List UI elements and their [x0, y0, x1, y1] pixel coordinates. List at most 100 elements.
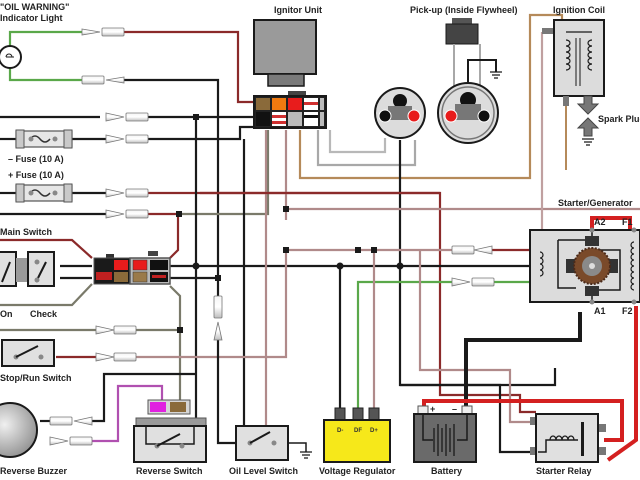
heavy-wires — [422, 216, 638, 462]
starter-generator — [529, 227, 640, 305]
terminal-f2: F2 — [622, 306, 633, 316]
bullet-connector — [81, 27, 125, 37]
bullet-connector — [105, 209, 149, 219]
bullet-connector — [105, 188, 149, 198]
junction-dot — [371, 247, 377, 253]
spark-plug-bottom-icon — [576, 117, 600, 137]
junction-dot — [336, 262, 344, 270]
bullet-connectors — [49, 27, 495, 446]
wire-buzzer-1b — [92, 372, 196, 423]
ignition-coil — [542, 19, 605, 170]
battery-label: Battery — [431, 466, 462, 476]
reverse-switch-label: Reverse Switch — [136, 466, 203, 476]
reverse-switch — [133, 399, 207, 463]
junction-dot — [215, 275, 221, 281]
main-switch-label: Main Switch — [0, 227, 52, 237]
bullet-connector — [105, 112, 149, 122]
secondary-coil-icon — [587, 39, 593, 71]
terminal-df: DF — [354, 428, 362, 434]
pickup — [374, 18, 502, 144]
junction-dot — [176, 211, 182, 217]
voltage-regulator-label: Voltage Regulator — [319, 466, 396, 476]
fuse-minus — [15, 129, 73, 149]
junction-dot — [177, 327, 183, 333]
switch-on-label: On — [0, 309, 13, 319]
wire-4-drop — [169, 214, 180, 259]
field-coil-right-icon — [630, 241, 635, 291]
reverse-buzzer — [0, 402, 38, 458]
indicator-light-label: Indicator Light — [0, 13, 63, 23]
terminal-d-minus: D- — [337, 428, 343, 434]
wire-buzzer-2 — [92, 384, 164, 443]
junction-dot — [192, 262, 200, 270]
bullet-connector — [49, 416, 93, 426]
wire-oil-return — [124, 78, 220, 300]
wire-main-switch-bottom — [0, 283, 93, 307]
wire-pink-relay — [418, 250, 536, 424]
fuse-minus-label: – Fuse (10 A) — [8, 154, 64, 164]
bullet-connector — [81, 75, 125, 85]
wire-ign-4 — [316, 130, 417, 167]
bullet-connector — [451, 277, 495, 287]
buzzer-icon — [0, 402, 38, 458]
ignition-coil-label: Ignition Coil — [553, 5, 605, 15]
reverse-buzzer-label: Reverse Buzzer — [0, 466, 68, 476]
wire-oil-level — [216, 340, 238, 445]
junction-dot — [193, 114, 199, 120]
wire-ign-5 — [328, 130, 387, 154]
starter-generator-label: Starter/Generator — [558, 198, 633, 208]
terminal-d-plus: D+ — [370, 428, 378, 434]
oil-level-switch-label: Oil Level Switch — [229, 466, 298, 476]
wire-oil-to-ignitor — [124, 30, 256, 104]
junction-dot — [396, 262, 404, 270]
spark-plug-top-icon — [576, 95, 600, 115]
bullet-connector — [49, 436, 93, 446]
junction-dot — [283, 247, 289, 253]
field-coil-left-icon — [539, 251, 544, 277]
main-switch — [0, 251, 55, 287]
wire-conn-down — [169, 285, 182, 410]
ignitor-unit-label: Ignitor Unit — [274, 5, 322, 15]
wire-stop-run-b — [136, 250, 288, 359]
wire-4-olive — [178, 130, 270, 216]
junctions — [176, 114, 404, 333]
ignitor-unit — [253, 19, 327, 129]
wire-battery-pos — [422, 399, 624, 442]
battery-plus-terminal: + — [430, 404, 435, 414]
wire-ign-3 — [298, 13, 564, 180]
wire-fuse-minus-c — [146, 125, 256, 141]
junction-dot — [355, 247, 361, 253]
primary-coil-icon — [565, 39, 571, 71]
terminal-a1: A1 — [594, 306, 606, 316]
fuse-plus-label: + Fuse (10 A) — [8, 170, 64, 180]
oil-warning-label: "OIL WARNING" — [0, 2, 69, 12]
stop-run-switch — [1, 339, 55, 367]
terminal-a2: A2 — [594, 217, 606, 227]
fuse-element-icon — [29, 135, 51, 143]
wire-gen-red — [606, 306, 638, 462]
wire-black-relay — [400, 383, 536, 454]
terminal-f1: F1 — [622, 217, 633, 227]
battery-minus-terminal: – — [452, 404, 457, 414]
bullet-connector — [213, 295, 223, 341]
ground-icon — [490, 71, 502, 79]
oil-level-switch — [235, 425, 312, 461]
bullet-connector — [451, 245, 493, 255]
spark-plug-label: Spark Plug — [598, 114, 640, 124]
starter-relay-label: Starter Relay — [536, 466, 592, 476]
junction-dot — [283, 206, 289, 212]
wire-main-switch-top — [0, 238, 93, 259]
battery: + – — [413, 404, 477, 463]
wire-oil-light-top — [8, 30, 82, 52]
ground-icon — [300, 451, 312, 459]
stop-run-label: Stop/Run Switch — [0, 373, 72, 383]
pickup-label: Pick-up (Inside Flywheel) — [410, 5, 518, 15]
wire-battery-neg — [464, 312, 582, 410]
wire-a2-red — [590, 216, 632, 230]
fuse-plus — [15, 183, 73, 203]
wire-green-gen — [356, 280, 452, 412]
ground-icon — [582, 138, 594, 146]
voltage-regulator: D- DF D+ — [323, 407, 391, 463]
switch-check-label: Check — [30, 309, 58, 319]
